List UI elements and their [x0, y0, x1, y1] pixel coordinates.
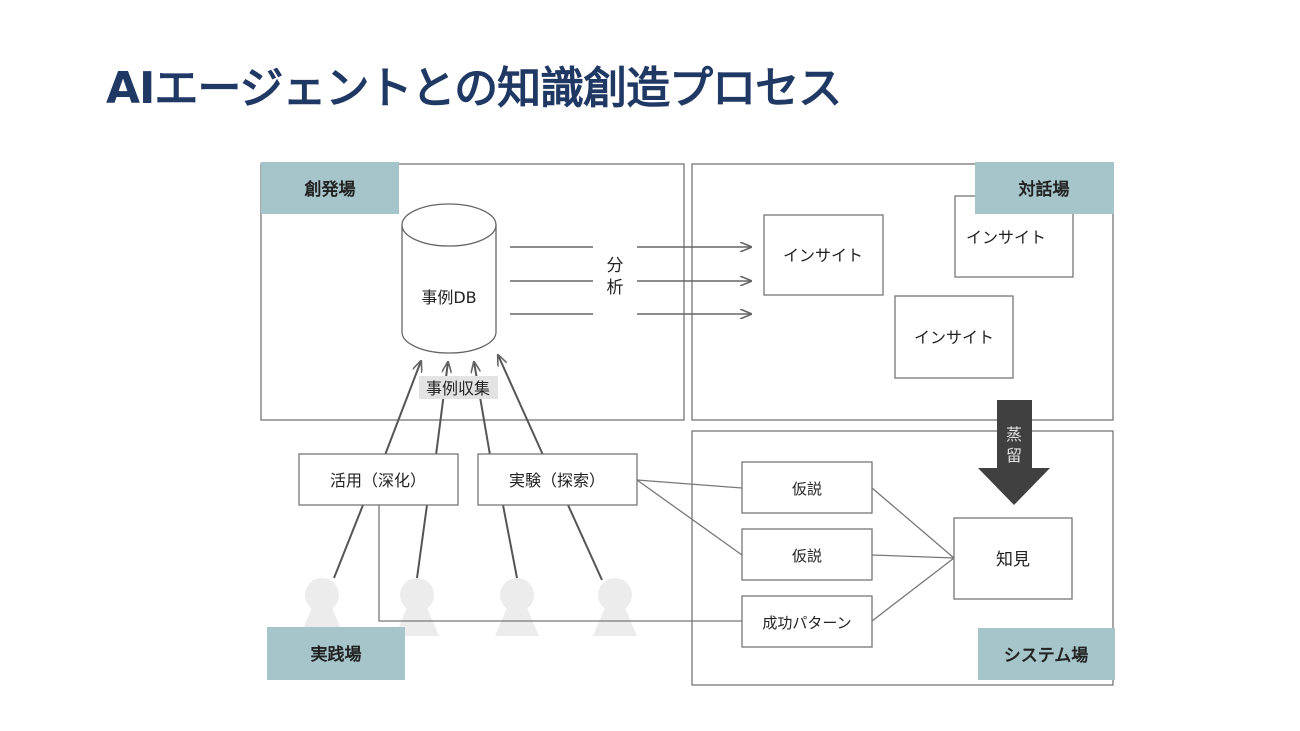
insight-label-3: インサイト — [914, 328, 994, 347]
explore-label: 実験（探索） — [509, 471, 605, 490]
practice-line — [333, 504, 364, 579]
area-label-system: システム場 — [1004, 646, 1089, 666]
analysis-label-2: 析 — [607, 278, 624, 298]
area-label-jissen: 実践場 — [311, 644, 362, 665]
collect-label: 事例収集 — [426, 379, 490, 398]
area-label-taiwa: 対話場 — [1018, 179, 1070, 200]
success-pattern-label: 成功パターン — [762, 614, 851, 632]
area-tag-jissen — [267, 627, 405, 680]
distill-label-1: 蒸 — [1006, 425, 1022, 444]
distill-label-2: 留 — [1006, 446, 1022, 465]
connector — [636, 479, 743, 489]
area-tag-taiwa — [975, 162, 1114, 214]
collect-label-bg — [419, 376, 498, 399]
area-taiwa-frame — [691, 163, 1114, 421]
collection-arrows — [384, 355, 544, 456]
exploit-label: 活用（深化） — [330, 471, 426, 490]
knowledge-label: 知見 — [996, 550, 1030, 570]
collection-arrow — [384, 361, 421, 456]
practice-line — [416, 504, 428, 579]
area-tag-system — [978, 628, 1115, 680]
area-label-souhatsu: 創発場 — [304, 179, 356, 200]
hypothesis-box-2 — [741, 528, 873, 581]
connector — [871, 557, 955, 622]
success-pattern-box — [741, 595, 873, 648]
hypothesis-label-2: 仮説 — [792, 547, 822, 565]
area-souhatsu-frame — [260, 163, 685, 421]
person-icon — [593, 578, 637, 636]
person-icon — [395, 578, 439, 636]
database-icon — [401, 203, 497, 354]
exploit-box — [298, 453, 459, 506]
connector — [871, 554, 955, 559]
connector — [378, 505, 742, 622]
analysis-label-1: 分 — [607, 256, 624, 276]
connector — [871, 487, 955, 559]
collection-arrow — [474, 362, 491, 456]
practice-line — [502, 504, 518, 579]
person-icon — [495, 578, 539, 636]
analysis-lines — [510, 247, 751, 314]
database-label: 事例DB — [421, 288, 476, 307]
insight-label-1: インサイト — [783, 246, 863, 265]
insight-box-1 — [763, 214, 884, 296]
slide-title: AIエージェントとの知識創造プロセス — [106, 63, 842, 114]
insight-label-2: インサイト — [966, 228, 1046, 247]
distill-arrow-icon — [978, 400, 1050, 505]
practice-lines — [333, 504, 603, 581]
area-tag-souhatsu — [261, 162, 399, 214]
connector — [636, 479, 743, 556]
collection-arrow — [435, 362, 448, 456]
area-system-frame — [691, 430, 1114, 686]
insight-box-3 — [894, 295, 1014, 379]
knowledge-box — [953, 517, 1073, 600]
hypothesis-box-1 — [741, 461, 873, 514]
hypothesis-label-1: 仮説 — [792, 480, 822, 498]
explore-box — [477, 453, 638, 506]
collection-arrow — [498, 355, 544, 456]
practice-line — [567, 504, 603, 581]
connectors — [378, 479, 955, 622]
